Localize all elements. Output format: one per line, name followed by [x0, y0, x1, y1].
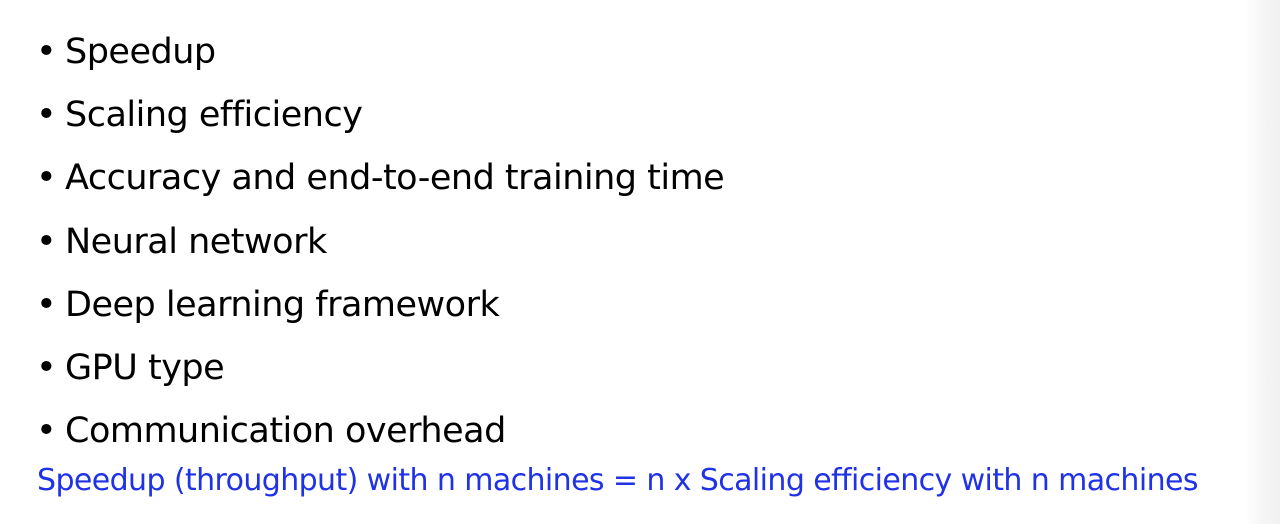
bullet-icon: •	[36, 31, 57, 72]
bullet-item-neural-network: • Neural network	[36, 210, 724, 273]
bullet-text: Speedup	[65, 31, 216, 72]
bullet-item-scaling-efficiency: • Scaling efficiency	[36, 83, 724, 146]
bullet-text: Scaling efficiency	[65, 94, 363, 135]
bullet-text: Neural network	[65, 221, 327, 262]
bullet-icon: •	[36, 158, 57, 199]
bullet-text: Deep learning framework	[65, 284, 500, 325]
bullet-icon: •	[36, 221, 57, 262]
bullet-text: Communication overhead	[65, 411, 506, 452]
bullet-item-speedup: • Speedup	[36, 20, 724, 83]
bullet-item-gpu-type: • GPU type	[36, 336, 724, 399]
bullet-icon: •	[36, 411, 57, 452]
bullet-item-communication-overhead: • Communication overhead	[36, 400, 724, 463]
bullet-icon: •	[36, 94, 57, 135]
bullet-icon: •	[36, 284, 57, 325]
bullet-list: • Speedup • Scaling efficiency • Accurac…	[36, 20, 725, 463]
bullet-icon: •	[36, 348, 57, 389]
bullet-item-accuracy: • Accuracy and end-to-end training time	[36, 147, 725, 210]
bullet-text: Accuracy and end-to-end training time	[65, 158, 725, 199]
bullet-text: GPU type	[65, 348, 225, 389]
bullet-item-framework: • Deep learning framework	[36, 273, 724, 336]
speedup-formula: Speedup (throughput) with n machines = n…	[37, 463, 1198, 498]
